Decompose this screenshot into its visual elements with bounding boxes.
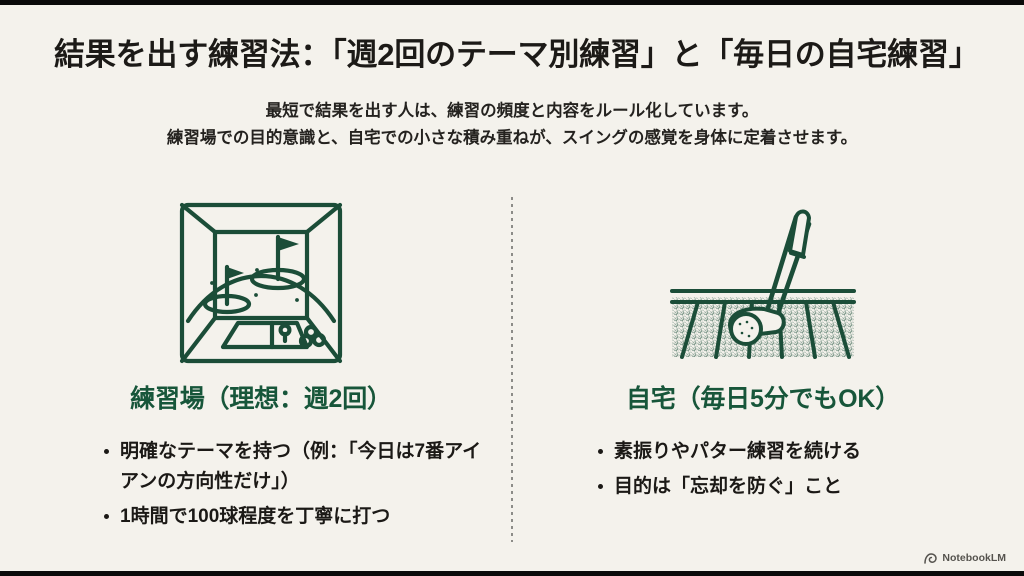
letterbox-bar-top bbox=[0, 0, 1024, 5]
page-title: 結果を出す練習法：「週2回のテーマ別練習」と「毎日の自宅練習」 bbox=[54, 37, 980, 72]
column-divider bbox=[511, 197, 513, 542]
column-practice-range: 練習場（理想：週2回） 明確なテーマを持つ（例：「今日は7番アイアンの方向性だけ… bbox=[26, 190, 496, 537]
list-item: 目的は「忘却を防ぐ」こと bbox=[598, 472, 984, 502]
column-heading-home-practice: 自宅（毎日5分でもOK） bbox=[625, 385, 900, 413]
column-heading-practice-range: 練習場（理想：週2回） bbox=[130, 385, 392, 413]
driving-range-icon bbox=[179, 202, 343, 363]
driving-range-icon-wrapper bbox=[26, 190, 496, 375]
notebooklm-logo-icon bbox=[924, 552, 938, 564]
putter-on-floor-icon bbox=[670, 209, 856, 359]
column-home-practice: 自宅（毎日5分でもOK） 素振りやパター練習を続ける 目的は「忘却を防ぐ」こと bbox=[528, 190, 998, 507]
list-item: 明確なテーマを持つ（例：「今日は7番アイアンの方向性だけ」） bbox=[104, 437, 482, 497]
subtitle-line-2: 練習場での目的意識と、自宅での小さな積み重ねが、スイングの感覚を身体に定着させま… bbox=[166, 128, 858, 147]
subtitle-line-1: 最短で結果を出す人は、練習の頻度と内容をルール化しています。 bbox=[265, 102, 759, 120]
list-item: 1時間で100球程度を丁寧に打つ bbox=[104, 502, 482, 532]
subtitle-block: 最短で結果を出す人は、練習の頻度と内容をルール化しています。 練習場での目的意識… bbox=[0, 98, 1024, 151]
letterbox-bar-bottom bbox=[0, 571, 1024, 576]
list-item: 素振りやパター練習を続ける bbox=[598, 437, 984, 467]
putter-on-floor-icon-wrapper bbox=[528, 190, 998, 375]
watermark-label: NotebookLM bbox=[942, 552, 1006, 564]
watermark: NotebookLM bbox=[924, 552, 1006, 564]
bullet-list-practice-range: 明確なテーマを持つ（例：「今日は7番アイアンの方向性だけ」） 1時間で100球程… bbox=[26, 437, 496, 532]
bullet-list-home-practice: 素振りやパター練習を続ける 目的は「忘却を防ぐ」こと bbox=[528, 437, 998, 502]
